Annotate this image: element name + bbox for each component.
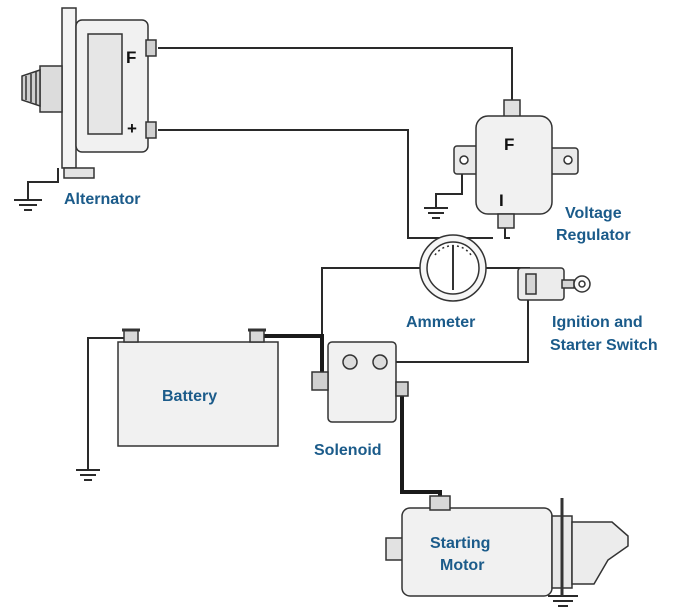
alternator-field-terminal: F xyxy=(126,48,136,67)
alternator-label: Alternator xyxy=(64,191,140,208)
ammeter-label: Ammeter xyxy=(406,314,475,331)
regulator-icon xyxy=(453,99,579,229)
starter-cable xyxy=(400,392,442,502)
starting-motor-label-line1: Starting xyxy=(430,535,490,552)
ground-icon xyxy=(548,595,578,607)
regulator-field-terminal: F xyxy=(504,135,514,154)
ground-icon xyxy=(14,199,42,211)
key-icon xyxy=(517,267,591,301)
ground-icon xyxy=(424,207,448,219)
voltage-regulator-label-line2: Regulator xyxy=(556,227,631,244)
ignition-switch-label-line1: Ignition and xyxy=(552,314,643,331)
battery-icon xyxy=(117,328,279,447)
battery-label: Battery xyxy=(162,388,217,405)
ground-icons xyxy=(14,199,578,607)
alternator-output-terminal: + xyxy=(127,119,137,138)
solenoid-label: Solenoid xyxy=(314,442,382,459)
ammeter-icon xyxy=(419,234,487,302)
alternator-icon xyxy=(21,7,157,179)
alternator-ground-wire xyxy=(27,168,59,200)
ground-icon xyxy=(76,469,100,481)
ignition-switch-label-line2: Starter Switch xyxy=(550,337,658,354)
regulator-ignition-terminal: I xyxy=(499,191,504,210)
regulator-ground-wire xyxy=(435,172,463,208)
solenoid-icon xyxy=(311,341,409,423)
battery-ground-wire xyxy=(87,337,128,470)
field-wire xyxy=(158,47,513,100)
starter-motor-icon xyxy=(385,495,629,597)
voltage-regulator-label-line1: Voltage xyxy=(565,205,622,222)
switch-solenoid-wire xyxy=(388,296,529,363)
output-wire xyxy=(158,129,493,239)
starting-motor-label-line2: Motor xyxy=(440,557,484,574)
